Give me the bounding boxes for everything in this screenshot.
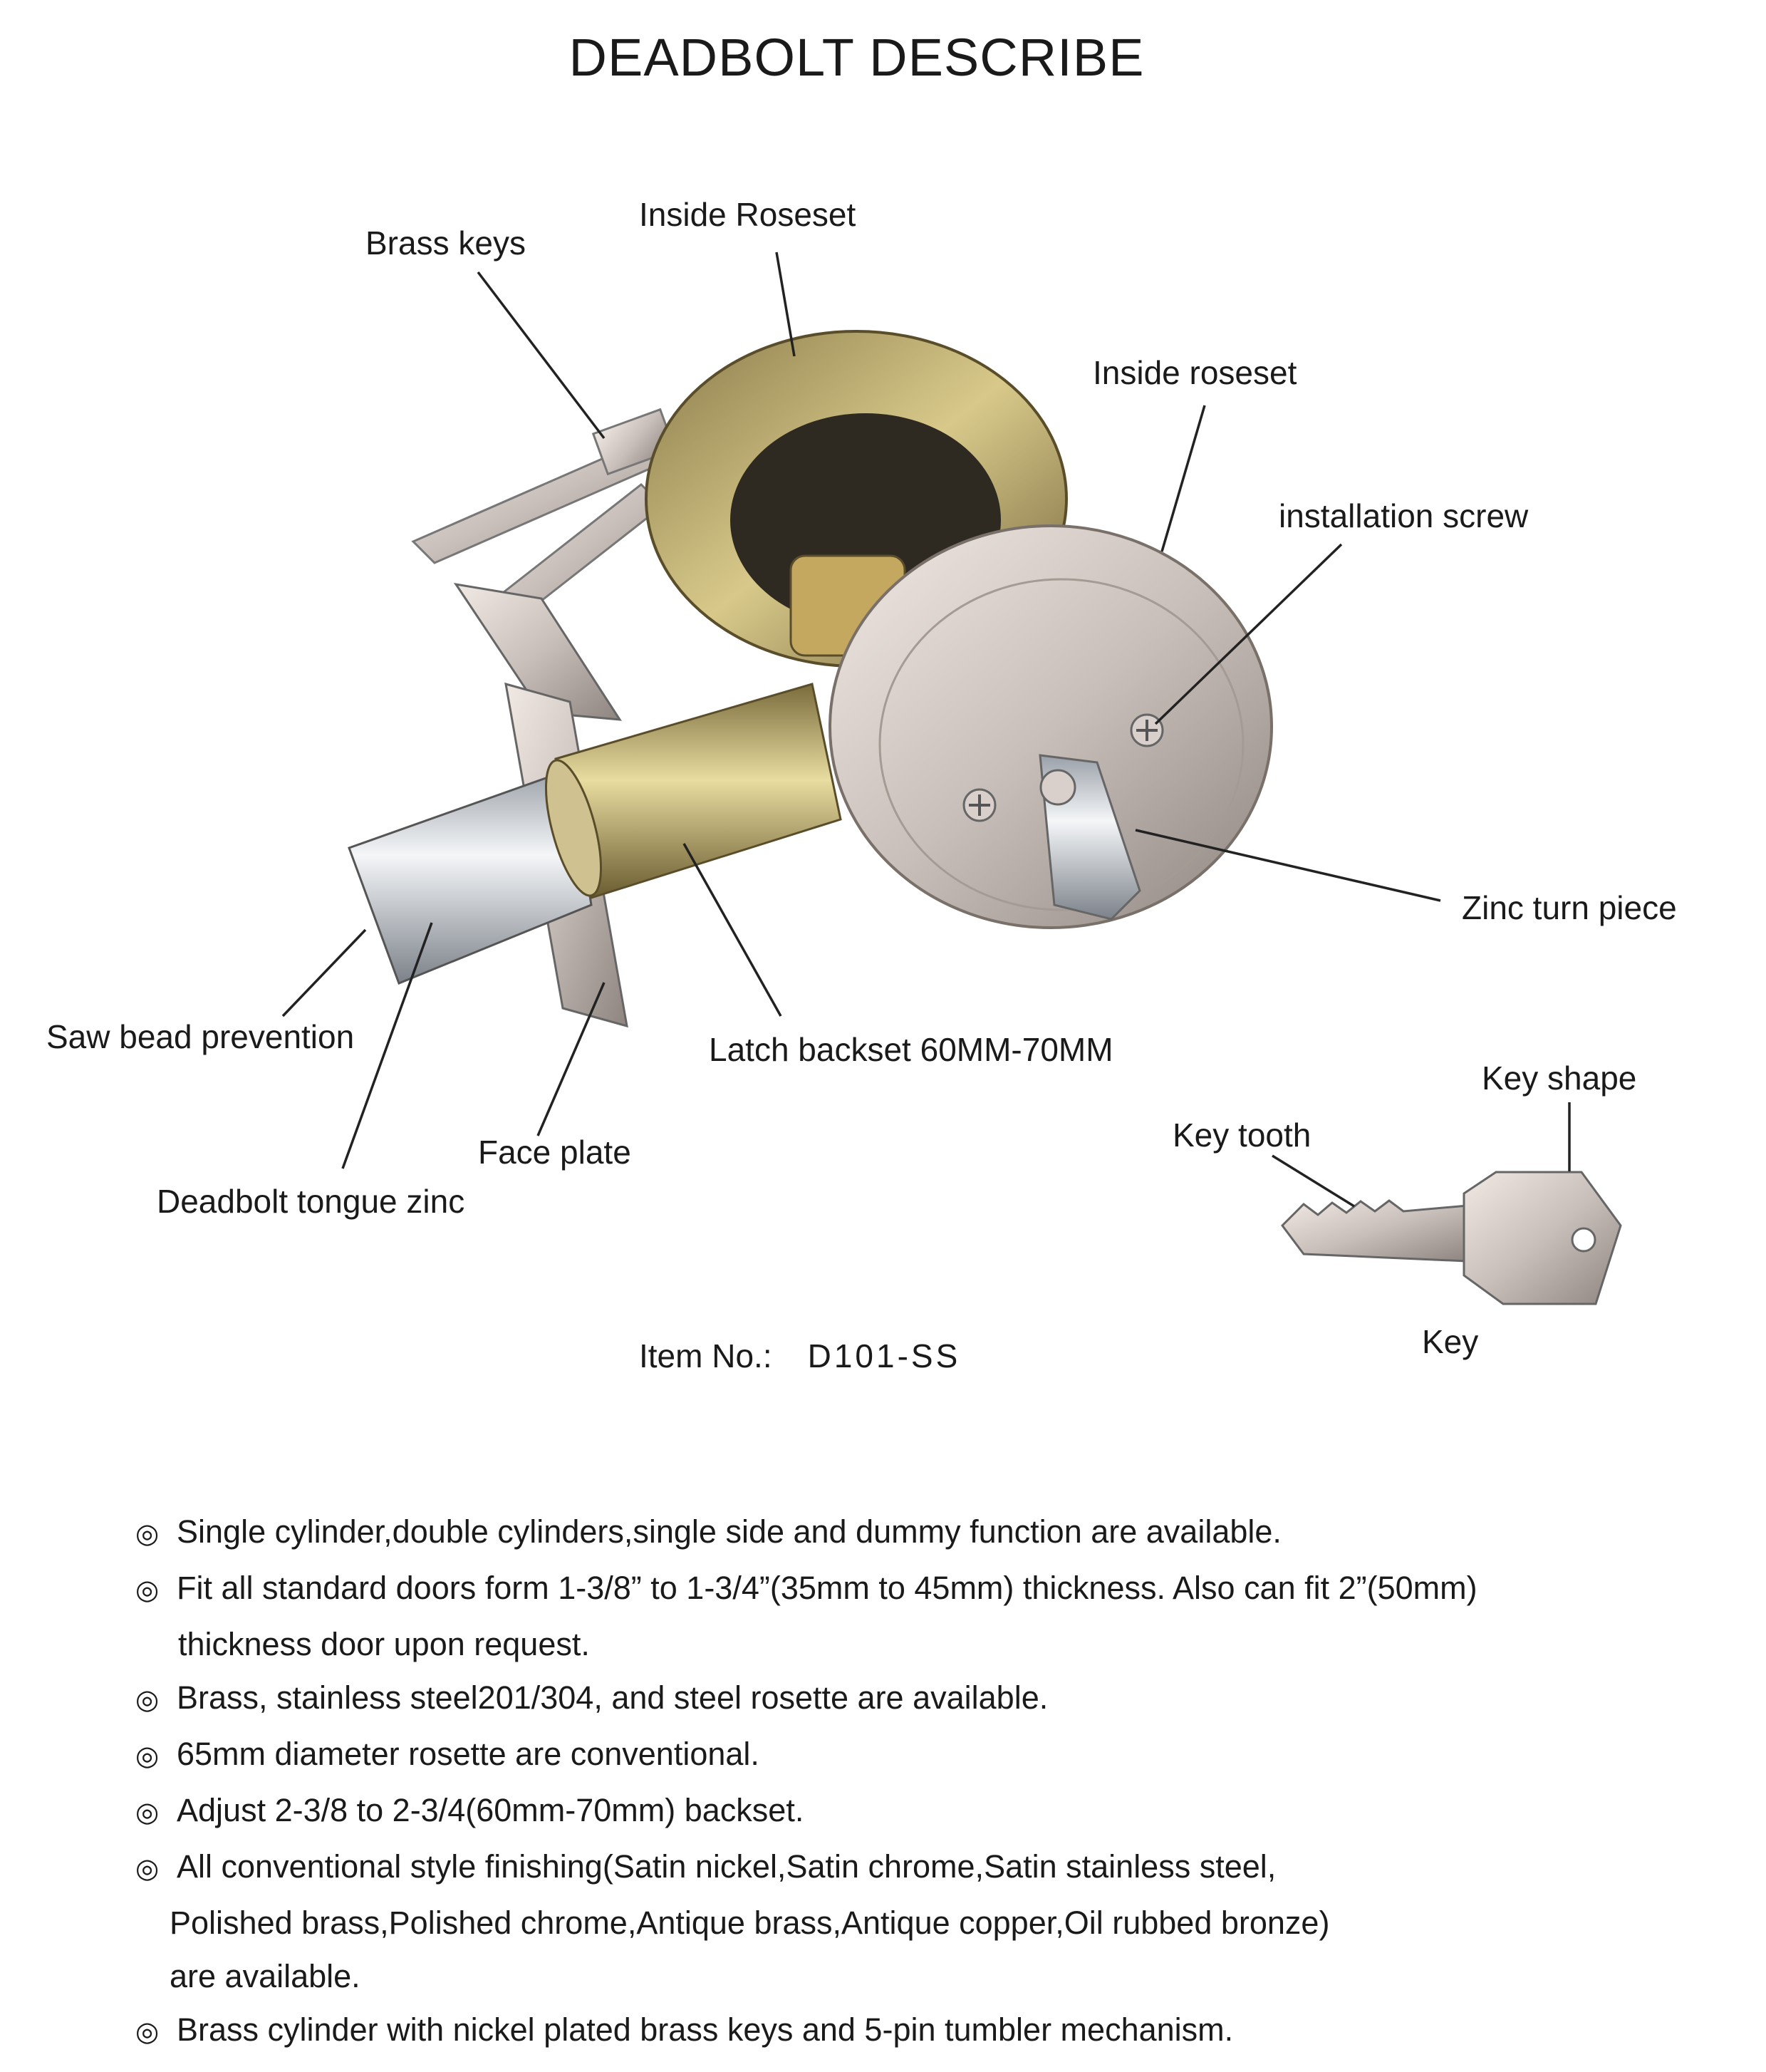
inside-roseset-front xyxy=(829,524,1273,929)
bullet-icon: ◎ xyxy=(135,1685,160,1715)
feature-item: ◎Brass cylinder with nickel plated brass… xyxy=(135,2003,1477,2059)
feature-item: ◎65mm diameter rosette are conventional. xyxy=(135,1727,1477,1783)
label-inside-roseset-front: Inside roseset xyxy=(1093,354,1297,391)
feature-item: ◎Single cylinder,double cylinders,single… xyxy=(135,1505,1477,1561)
feature-item: ◎Adjust 2-3/8 to 2-3/4(60mm-70mm) backse… xyxy=(135,1783,1477,1840)
feature-list: ◎Single cylinder,double cylinders,single… xyxy=(135,1505,1477,2059)
label-brass-keys: Brass keys xyxy=(365,224,526,261)
item-number-code: D101-SS xyxy=(807,1337,961,1374)
label-saw-bead-prevention: Saw bead prevention xyxy=(46,1018,355,1055)
key-illustration xyxy=(1281,1171,1622,1305)
bullet-icon: ◎ xyxy=(135,1798,160,1828)
label-key-shape: Key shape xyxy=(1482,1060,1637,1097)
page-title: DEADBOLT DESCRIBE xyxy=(568,28,1145,87)
feature-item-continuation: are available. xyxy=(170,1958,360,1994)
bullet-icon: ◎ xyxy=(135,1854,160,1884)
label-key-tooth: Key tooth xyxy=(1173,1117,1311,1154)
item-number-label: Item No.: xyxy=(639,1337,772,1374)
feature-item: ◎Brass, stainless steel201/304, and stee… xyxy=(135,1671,1477,1727)
label-latch-backset: Latch backset 60MM-70MM xyxy=(709,1031,1113,1068)
label-inside-roseset-back: Inside Roseset xyxy=(639,196,856,233)
feature-item-continuation: Polished brass,Polished chrome,Antique b… xyxy=(170,1905,1330,1941)
feature-item: ◎All conventional style finishing(Satin … xyxy=(135,1840,1477,1896)
bullet-icon: ◎ xyxy=(135,1519,160,1549)
installation-screw-icon xyxy=(962,713,1164,822)
leader-lines xyxy=(281,252,1571,1208)
label-key: Key xyxy=(1422,1323,1479,1360)
label-zinc-turn-piece: Zinc turn piece xyxy=(1462,889,1677,926)
bullet-icon: ◎ xyxy=(135,1575,160,1605)
label-face-plate: Face plate xyxy=(478,1134,631,1171)
feature-item-continuation: thickness door upon request. xyxy=(178,1626,590,1662)
bullet-icon: ◎ xyxy=(135,2017,160,2047)
label-deadbolt-tongue: Deadbolt tongue zinc xyxy=(157,1183,465,1220)
deadbolt-tongue xyxy=(348,767,593,985)
label-installation-screw: installation screw xyxy=(1279,497,1529,534)
feature-item: ◎Fit all standard doors form 1-3/8” to 1… xyxy=(135,1561,1477,1617)
brass-keys xyxy=(411,408,677,636)
bullet-icon: ◎ xyxy=(135,1741,160,1771)
item-number: Item No.: D101-SS xyxy=(639,1337,960,1375)
